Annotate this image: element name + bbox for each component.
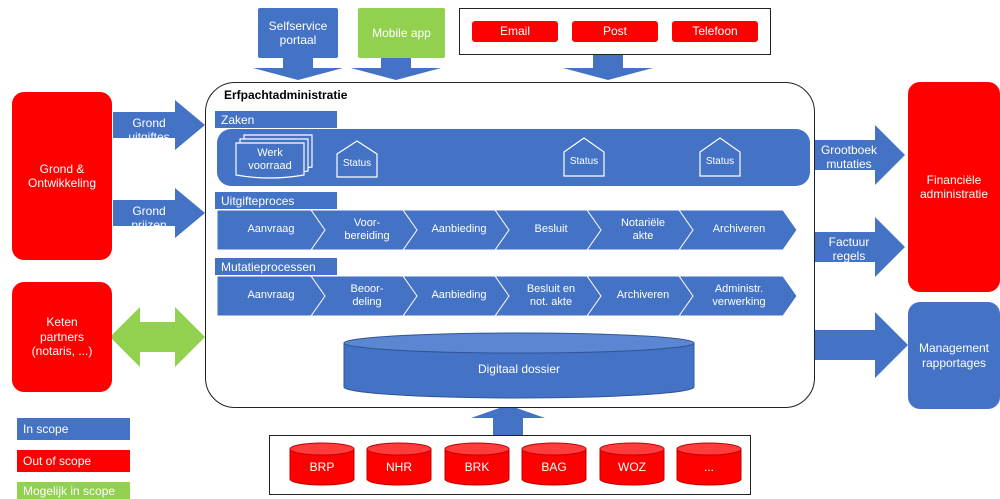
arrow-management bbox=[815, 312, 908, 378]
grond-ontwikkeling-box: Grond & Ontwikkeling bbox=[12, 92, 112, 260]
uitgifte-step-voorbereiding: Voor- bereiding bbox=[344, 216, 390, 242]
cylinder-woz bbox=[599, 442, 665, 486]
selfservice-portal-label: Selfservice portaal bbox=[268, 18, 328, 47]
status-label-1: Status bbox=[342, 158, 372, 169]
erfpachtadministratie-title: Erfpachtadministratie bbox=[224, 88, 348, 102]
legend-in-scope: In scope bbox=[17, 418, 130, 440]
cylinder-other bbox=[676, 442, 742, 486]
status-icon-2 bbox=[563, 137, 605, 177]
arrow-grootboek bbox=[815, 125, 905, 185]
mutatie-step-aanbieding: Aanbieding bbox=[431, 289, 487, 302]
status-icon-1 bbox=[336, 140, 378, 178]
chevron-mutatie-4 bbox=[494, 276, 604, 316]
grond-ontwikkeling-label: Grond & Ontwikkeling bbox=[27, 161, 97, 190]
keten-partners-box: Keten partners (notaris, ...) bbox=[12, 282, 112, 392]
arrow-selfservice-down bbox=[253, 57, 343, 80]
chevron-mutatie-6 bbox=[678, 276, 798, 316]
mutatieprocessen-steps: Aanvraag Beoor- deling Aanbieding Beslui… bbox=[217, 276, 799, 316]
contact-channels-frame: Email Post Telefoon bbox=[459, 8, 771, 55]
uitgifte-step-aanvraag: Aanvraag bbox=[247, 223, 295, 236]
arrow-factuur bbox=[815, 217, 905, 277]
digitaal-dossier-cylinder bbox=[343, 332, 695, 399]
arrow-sources-up bbox=[471, 405, 545, 435]
uitgifte-step-aanbieding: Aanbieding bbox=[431, 223, 487, 236]
uitgifte-step-besluit: Besluit bbox=[534, 223, 568, 236]
chevron-uitgifte-2 bbox=[310, 210, 420, 250]
werkvoorraad-icon bbox=[235, 134, 313, 179]
arrow-contact-down bbox=[563, 54, 653, 80]
chevron-uitgifte-6 bbox=[678, 210, 798, 250]
mutatie-chevrons bbox=[217, 276, 798, 316]
mutatieprocessen-title: Mutatieprocessen bbox=[215, 258, 337, 275]
grond-uitgiftes-label: Grond uitgiftes bbox=[128, 115, 170, 144]
arrow-grond-uitgiftes bbox=[113, 100, 205, 150]
chevron-mutatie-2 bbox=[310, 276, 420, 316]
selfservice-portal-box: Selfservice portaal bbox=[258, 8, 338, 58]
mutatie-step-archiveren: Archiveren bbox=[616, 289, 670, 302]
cylinder-bag bbox=[521, 442, 587, 486]
uitgifteproces-steps: Aanvraag Voor- bereiding Aanbieding Besl… bbox=[217, 210, 799, 250]
chevron-uitgifte-3 bbox=[402, 210, 512, 250]
email-chip: Email bbox=[472, 21, 558, 42]
status-label-3: Status bbox=[705, 156, 735, 167]
source-cylinders bbox=[289, 442, 742, 486]
mobile-app-label: Mobile app bbox=[372, 25, 431, 40]
status-icon-3 bbox=[699, 137, 741, 177]
source-brp-label: BRP bbox=[309, 459, 335, 474]
keten-partners-label: Keten partners (notaris, ...) bbox=[31, 315, 93, 359]
cylinder-brp bbox=[289, 442, 355, 486]
telefoon-label: Telefoon bbox=[692, 24, 738, 39]
cylinder-brk bbox=[444, 442, 510, 486]
chevron-mutatie-5 bbox=[586, 276, 696, 316]
uitgifteproces-chevrons bbox=[217, 210, 798, 250]
source-nhr-label: NHR bbox=[386, 459, 412, 474]
chevron-uitgifte-5 bbox=[586, 210, 696, 250]
werkvoorraad-label: Werk voorraad bbox=[248, 146, 292, 172]
arrow-mobile-down bbox=[351, 57, 441, 80]
source-other-label: ... bbox=[703, 459, 714, 474]
chevron-uitgifte-4 bbox=[494, 210, 604, 250]
mutatie-step-besluit-not-akte: Besluit en not. akte bbox=[526, 282, 576, 308]
financiele-administratie-label: Financiële administratie bbox=[919, 172, 989, 201]
status-label-2: Status bbox=[569, 156, 599, 167]
post-label: Post bbox=[602, 24, 627, 39]
legend-out-of-scope: Out of scope bbox=[17, 450, 130, 472]
management-rapportages-label: Management rapportages bbox=[918, 341, 990, 370]
factuur-regels-label: Factuur regels bbox=[828, 234, 870, 263]
grond-prijzen-label: Grond prijzen bbox=[131, 203, 167, 232]
uitgifte-step-notariele-akte: Notariële akte bbox=[620, 216, 666, 242]
zaken-title: Zaken bbox=[215, 111, 337, 128]
grootboek-mutaties-label: Grootboek mutaties bbox=[820, 142, 878, 171]
mutatie-step-beoordeling: Beoor- deling bbox=[350, 282, 384, 308]
digitaal-dossier-label: Digitaal dossier bbox=[477, 361, 561, 376]
arrow-grond-prijzen bbox=[113, 188, 205, 238]
management-rapportages-box: Management rapportages bbox=[908, 302, 1000, 409]
mobile-app-box: Mobile app bbox=[358, 8, 445, 58]
email-label: Email bbox=[499, 24, 530, 39]
uitgifte-step-archiveren: Archiveren bbox=[712, 223, 766, 236]
mutatie-step-aanvraag: Aanvraag bbox=[247, 289, 295, 302]
source-woz-label: WOZ bbox=[618, 459, 646, 474]
uitgifteproces-title: Uitgifteproces bbox=[215, 192, 337, 209]
legend-mogelijk-in-scope: Mogelijk in scope bbox=[17, 482, 130, 499]
financiele-administratie-box: Financiële administratie bbox=[908, 82, 1000, 292]
mutatie-step-administratieve-verwerking: Administr. verwerking bbox=[712, 282, 766, 308]
telefoon-chip: Telefoon bbox=[672, 21, 758, 42]
chevron-mutatie-3 bbox=[402, 276, 512, 316]
source-bag-label: BAG bbox=[541, 459, 567, 474]
cylinder-nhr bbox=[366, 442, 432, 486]
post-chip: Post bbox=[572, 21, 658, 42]
arrow-keten-bidirectional bbox=[110, 307, 205, 367]
source-brk-label: BRK bbox=[464, 459, 490, 474]
